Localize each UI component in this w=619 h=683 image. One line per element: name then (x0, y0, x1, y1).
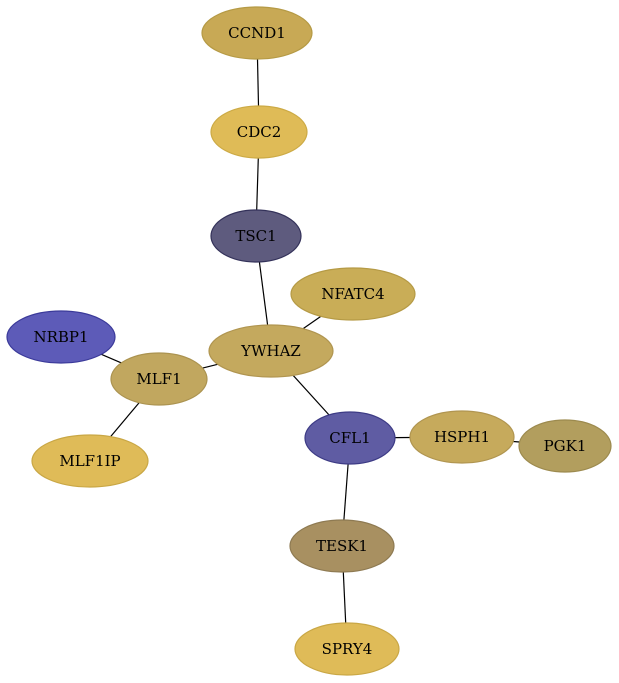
edge-tsc1-ywhaz (258, 261, 269, 326)
edge-tesk1-spry4 (342, 571, 347, 624)
node-tsc1[interactable]: TSC1 (210, 209, 302, 263)
edge-cdc2-tsc1 (256, 157, 259, 211)
edges-layer (101, 58, 520, 624)
edge-ywhaz-cfl1 (292, 374, 330, 416)
node-shape-tsc1 (210, 209, 302, 263)
node-shape-pgk1 (518, 419, 612, 473)
node-shape-ccnd1 (201, 6, 313, 60)
node-shape-cfl1 (304, 411, 396, 465)
node-shape-hsph1 (409, 410, 515, 464)
edge-nrbp1-mlf1 (101, 353, 122, 364)
node-shape-ywhaz (208, 324, 334, 378)
node-label-ywhaz: YWHAZ (240, 342, 301, 360)
node-shape-mlf1 (110, 352, 208, 406)
node-pgk1[interactable]: PGK1 (518, 419, 612, 473)
node-cdc2[interactable]: CDC2 (210, 105, 308, 159)
edge-nfatc4-ywhaz (302, 315, 322, 330)
edge-hsph1-pgk1 (513, 440, 520, 443)
node-label-hsph1: HSPH1 (434, 428, 490, 446)
node-shape-tesk1 (289, 519, 395, 573)
node-tesk1[interactable]: TESK1 (289, 519, 395, 573)
edge-ywhaz-mlf1 (202, 363, 218, 369)
node-shape-cdc2 (210, 105, 308, 159)
node-label-mlf1ip: MLF1IP (59, 452, 120, 470)
node-spry4[interactable]: SPRY4 (294, 622, 400, 676)
node-label-cdc2: CDC2 (237, 123, 282, 141)
edge-ccnd1-cdc2 (256, 58, 260, 107)
node-shape-nrbp1 (6, 310, 116, 364)
node-label-nfatc4: NFATC4 (321, 285, 384, 303)
node-shape-mlf1ip (31, 434, 149, 488)
node-shape-nfatc4 (290, 267, 416, 321)
node-nfatc4[interactable]: NFATC4 (290, 267, 416, 321)
node-label-mlf1: MLF1 (136, 370, 181, 388)
node-label-nrbp1: NRBP1 (33, 328, 88, 346)
node-cfl1[interactable]: CFL1 (304, 411, 396, 465)
node-label-cfl1: CFL1 (329, 429, 370, 447)
node-shape-spry4 (294, 622, 400, 676)
node-label-pgk1: PGK1 (544, 437, 587, 455)
edge-mlf1-mlf1ip (110, 402, 140, 438)
node-ywhaz[interactable]: YWHAZ (208, 324, 334, 378)
node-mlf1[interactable]: MLF1 (110, 352, 208, 406)
node-label-tesk1: TESK1 (316, 537, 368, 555)
node-hsph1[interactable]: HSPH1 (409, 410, 515, 464)
node-label-ccnd1: CCND1 (228, 24, 286, 42)
node-label-spry4: SPRY4 (322, 640, 373, 658)
node-ccnd1[interactable]: CCND1 (201, 6, 313, 60)
edge-cfl1-tesk1 (343, 463, 349, 521)
node-mlf1ip[interactable]: MLF1IP (31, 434, 149, 488)
node-nrbp1[interactable]: NRBP1 (6, 310, 116, 364)
node-label-tsc1: TSC1 (235, 227, 276, 245)
